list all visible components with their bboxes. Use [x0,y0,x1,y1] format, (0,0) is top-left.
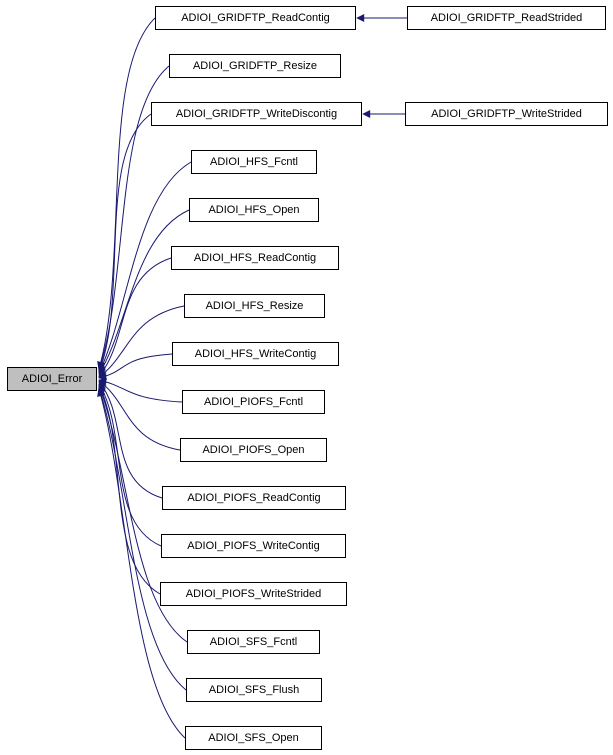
node-adioi-gridftp-writestrided[interactable]: ADIOI_GRIDFTP_WriteStrided [405,102,608,126]
edge-caller-8 [98,377,183,403]
edge-caller-11 [98,383,162,547]
node-adioi-sfs-open[interactable]: ADIOI_SFS_Open [185,726,322,750]
node-adioi-gridftp-writediscontig[interactable]: ADIOI_GRIDFTP_WriteDiscontig [151,102,362,126]
edge-caller-14 [97,387,187,691]
edge-caller-5 [98,257,172,377]
node-adioi-piofs-fcntl[interactable]: ADIOI_PIOFS_Fcntl [182,390,325,414]
node-adioi-sfs-flush[interactable]: ADIOI_SFS_Flush [186,678,322,702]
node-adioi-hfs-resize[interactable]: ADIOI_HFS_Resize [184,294,325,318]
node-adioi-hfs-fcntl[interactable]: ADIOI_HFS_Fcntl [191,150,317,174]
node-adioi-hfs-open[interactable]: ADIOI_HFS_Open [189,198,319,222]
node-adioi-hfs-readcontig[interactable]: ADIOI_HFS_ReadContig [171,246,339,270]
node-adioi-piofs-writestrided[interactable]: ADIOI_PIOFS_WriteStrided [160,582,347,606]
edge-caller-6 [98,305,185,378]
node-adioi-hfs-writecontig[interactable]: ADIOI_HFS_WriteContig [172,342,339,366]
node-adioi-error: ADIOI_Error [7,367,97,391]
node-adioi-gridftp-readstrided[interactable]: ADIOI_GRIDFTP_ReadStrided [407,6,606,30]
edge-caller-15 [97,388,186,739]
edge-caller-9 [98,380,181,451]
edge-caller-2 [97,113,152,373]
edge-caller-0 [97,17,156,370]
edge-caller-10 [98,381,163,499]
edge-caller-7 [98,353,173,381]
node-adioi-sfs-fcntl[interactable]: ADIOI_SFS_Fcntl [187,630,320,654]
edge-caller-3 [98,161,192,374]
node-adioi-gridftp-resize[interactable]: ADIOI_GRIDFTP_Resize [169,54,341,78]
edge-caller-13 [97,385,188,643]
node-adioi-piofs-readcontig[interactable]: ADIOI_PIOFS_ReadContig [162,486,346,510]
node-adioi-piofs-open[interactable]: ADIOI_PIOFS_Open [180,438,327,462]
node-adioi-piofs-writecontig[interactable]: ADIOI_PIOFS_WriteContig [161,534,346,558]
node-adioi-gridftp-readcontig[interactable]: ADIOI_GRIDFTP_ReadContig [155,6,356,30]
edge-caller-4 [98,209,190,375]
